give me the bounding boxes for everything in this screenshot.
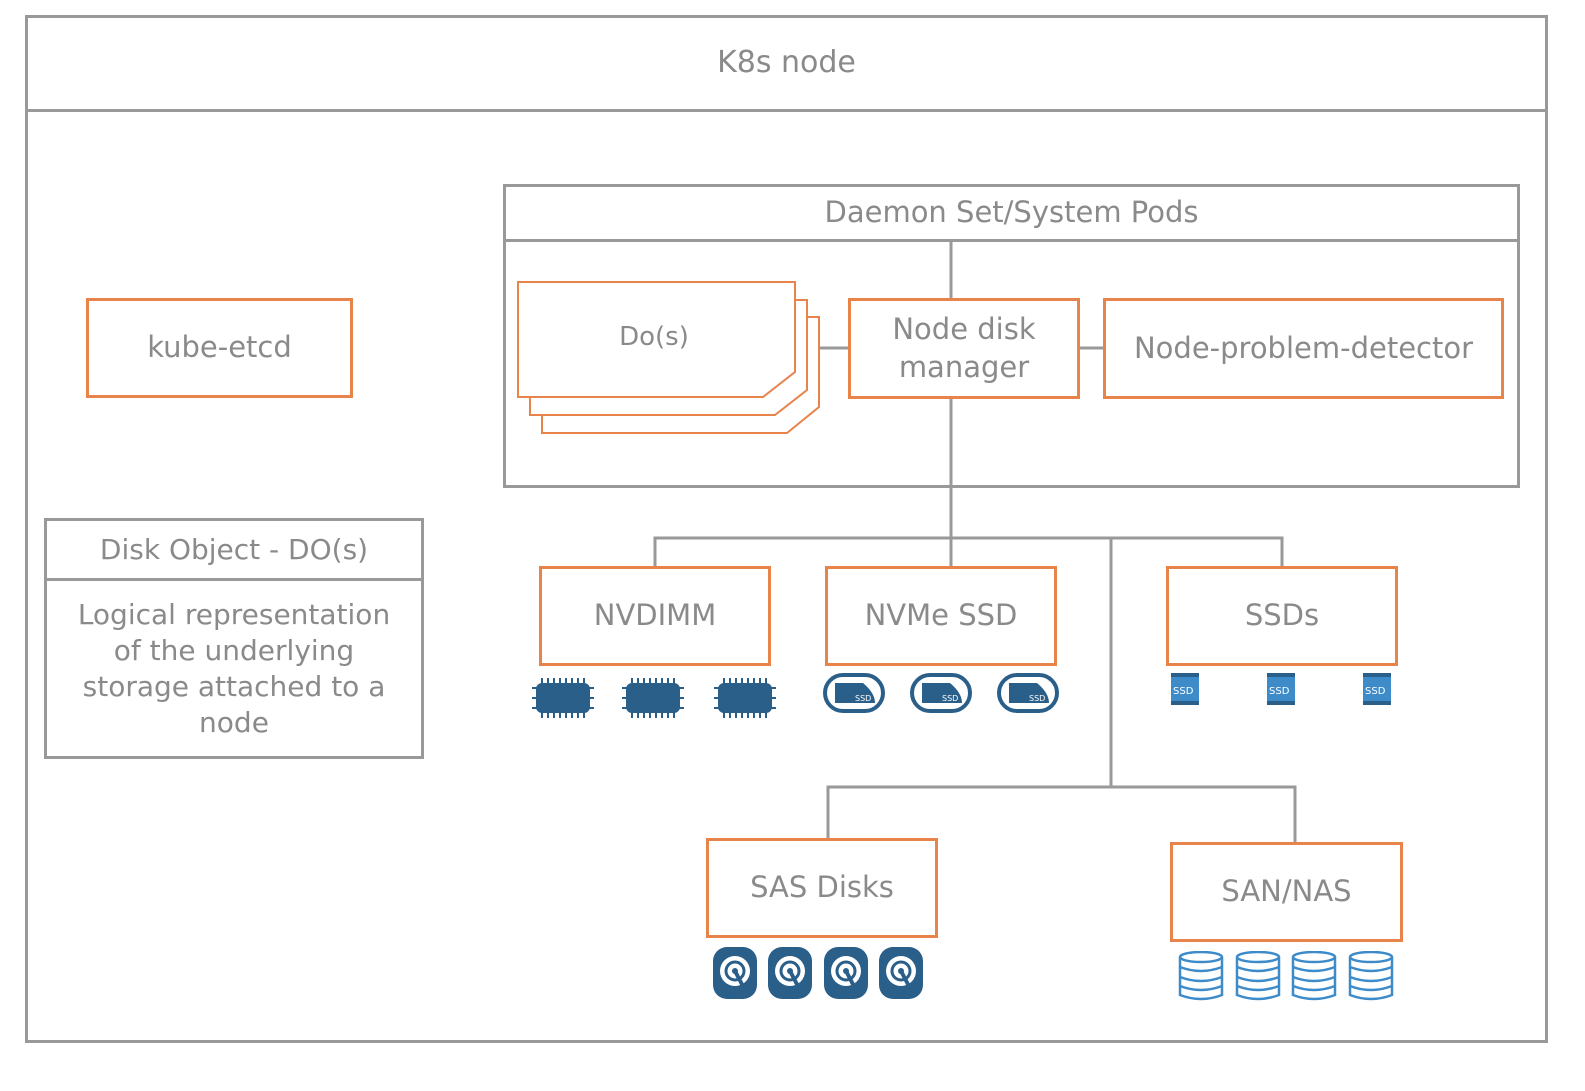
memory-chip-icon — [532, 677, 777, 719]
daemon-set-title: Daemon Set/System Pods — [824, 195, 1199, 230]
disk-object-legend-header — [44, 518, 424, 581]
k8s-node-title: K8s node — [717, 45, 856, 81]
node-problem-detector-box: Node-problem-detector — [1103, 298, 1504, 399]
ssds-box: SSDs — [1166, 566, 1398, 666]
disk-object-legend-description: Logical representation of the underlying… — [77, 598, 391, 739]
sas-disks-box: SAS Disks — [706, 838, 938, 938]
nvme-ssd-box: NVMe SSD — [825, 566, 1057, 666]
nvme-ssd-icon: SSD — [823, 673, 1059, 713]
daemon-set-header — [503, 184, 1520, 242]
disk-object-legend-title: Disk Object - DO(s) — [99, 532, 369, 566]
dos-stack — [517, 281, 820, 434]
ssd-icon: SSD — [1171, 673, 1391, 705]
dos-label: Do(s) — [619, 322, 689, 353]
nvdimm-box: NVDIMM — [539, 566, 771, 666]
kube-etcd-box: kube-etcd — [86, 298, 353, 398]
node-disk-manager-box: Node disk manager — [848, 298, 1080, 399]
storage-array-icon — [1178, 951, 1394, 1001]
hard-disk-icon — [712, 946, 925, 1001]
k8s-node-header — [25, 15, 1548, 112]
san-nas-box: SAN/NAS — [1170, 842, 1403, 942]
